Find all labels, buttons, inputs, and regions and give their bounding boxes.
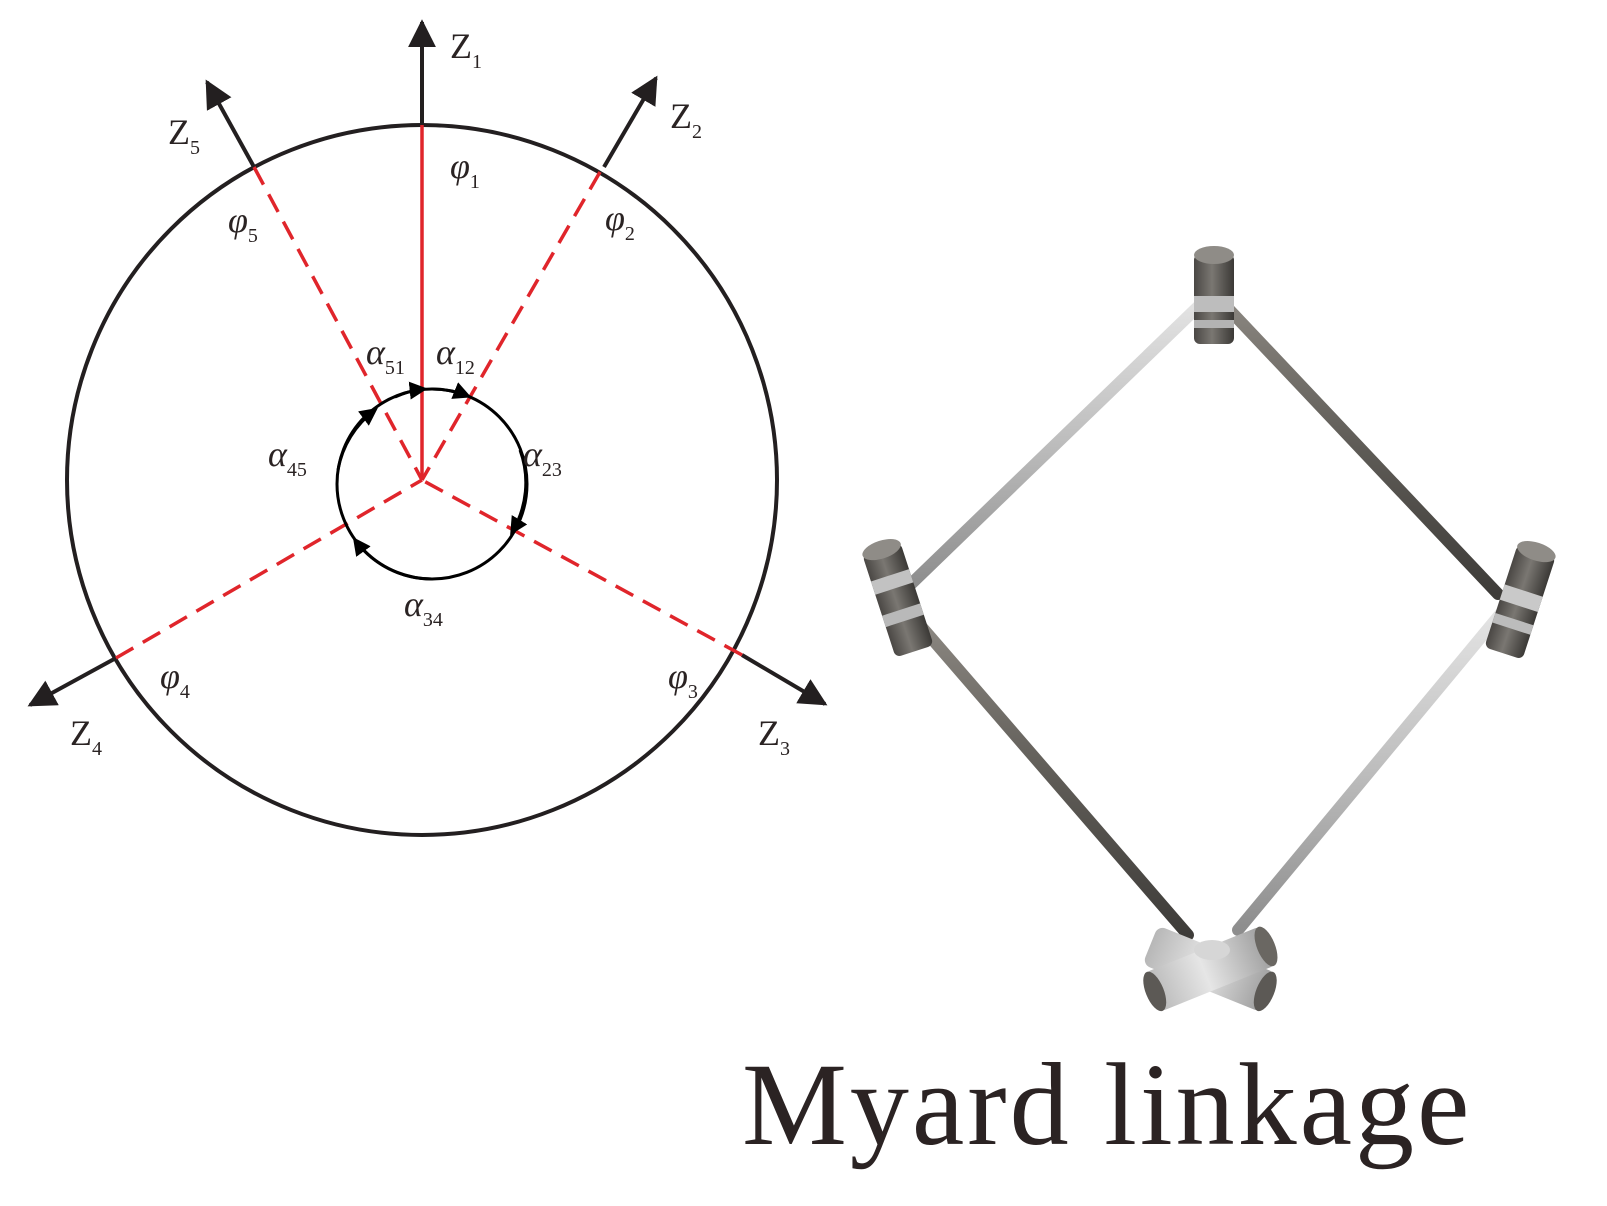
rods bbox=[904, 294, 1508, 941]
kinematic-diagram: Z1 Z2 Z3 Z4 Z5 φ1 φ2 φ3 φ4 φ5 α12 α23 α3… bbox=[27, 19, 828, 837]
a51-label: α51 bbox=[366, 332, 405, 379]
phi2-label: φ2 bbox=[605, 198, 635, 245]
phi3-label: φ3 bbox=[668, 656, 698, 703]
top-joint bbox=[1194, 246, 1234, 344]
a34-label: α34 bbox=[404, 584, 443, 631]
rod-top-right bbox=[1216, 296, 1504, 600]
rod-bottom-left bbox=[914, 619, 1194, 941]
z3-label: Z3 bbox=[758, 713, 790, 760]
a51-arc bbox=[394, 381, 428, 400]
a12-label: α12 bbox=[436, 332, 475, 379]
phi5-label: φ5 bbox=[228, 200, 258, 247]
a45-label: α45 bbox=[268, 434, 307, 481]
hinge-line-5 bbox=[252, 166, 424, 481]
hinge-line-2 bbox=[420, 171, 602, 481]
z2-label: Z2 bbox=[670, 96, 702, 143]
hinge-lines bbox=[115, 125, 743, 660]
figure-caption: Myard linkage bbox=[742, 1039, 1473, 1170]
bottom-joint bbox=[1143, 926, 1278, 1012]
z3-axis-arrow bbox=[740, 653, 828, 706]
phi4-label: φ4 bbox=[160, 656, 190, 703]
rod-top-left bbox=[904, 294, 1211, 591]
z4-axis-arrow bbox=[27, 656, 117, 707]
left-joint bbox=[862, 539, 933, 656]
right-joint bbox=[1485, 541, 1556, 658]
hinge-line-3 bbox=[421, 478, 743, 657]
z5-label: Z5 bbox=[168, 112, 200, 159]
a12-arc bbox=[431, 382, 472, 399]
rod-bottom-right bbox=[1232, 606, 1508, 936]
hinge-line-4 bbox=[115, 478, 423, 660]
axis-arrows bbox=[27, 19, 828, 707]
z5-axis-arrow bbox=[205, 79, 256, 168]
linkage-model-illustration bbox=[862, 246, 1556, 1012]
z4-label: Z4 bbox=[70, 713, 102, 760]
angle-arcs bbox=[335, 381, 529, 581]
phi1-label: φ1 bbox=[450, 146, 480, 193]
z1-label: Z1 bbox=[450, 26, 482, 73]
a23-label: α23 bbox=[523, 434, 562, 481]
a34-arc bbox=[352, 537, 433, 581]
a45-arc bbox=[336, 407, 378, 471]
a23-arc bbox=[510, 449, 528, 536]
z2-axis-arrow bbox=[602, 75, 658, 169]
